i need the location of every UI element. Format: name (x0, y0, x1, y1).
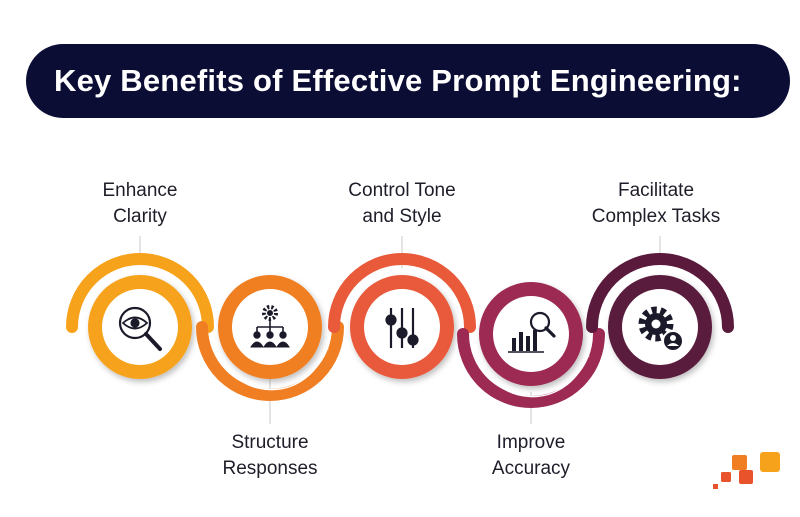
ring-arc-5 (586, 253, 734, 333)
ring-arc-2 (196, 321, 344, 401)
label-line: Clarity (113, 206, 167, 227)
gear-user-icon (638, 306, 684, 352)
chart-magnifier-icon (508, 311, 556, 353)
label-line: Control Tone (348, 180, 456, 201)
arrow-arc-1 (87, 270, 196, 313)
ring-arc-1 (66, 253, 214, 333)
node-center-4 (493, 296, 569, 372)
ring-arc-3 (328, 253, 476, 333)
label-line: and Style (362, 206, 442, 227)
label-line: Complex Tasks (591, 206, 721, 227)
title-banner: Key Benefits of Effective Prompt Enginee… (26, 44, 790, 118)
arrow-arc-3 (349, 270, 458, 313)
label-line: Enhance (102, 180, 178, 201)
label-line: Accuracy (491, 458, 571, 479)
eye-magnifier-icon (118, 306, 162, 351)
benefit-label-structure-responses: Structure Responses (180, 430, 360, 482)
arrow-arc-4 (476, 348, 590, 398)
label-line: Structure (231, 432, 309, 453)
benefit-label-control-tone: Control Tone and Style (312, 178, 492, 230)
arrow-arc-2 (215, 341, 329, 391)
brand-logo (713, 452, 780, 489)
arrow-arc-5 (607, 270, 716, 313)
page-title: Key Benefits of Effective Prompt Enginee… (54, 63, 742, 98)
benefit-label-enhance-clarity: Enhance Clarity (50, 178, 230, 230)
label-line: Responses (222, 458, 318, 479)
hierarchy-gear-icon (250, 305, 290, 348)
label-line: Improve (496, 432, 566, 453)
benefit-label-improve-accuracy: Improve Accuracy (441, 430, 621, 482)
sliders-icon (385, 308, 419, 348)
ring-arc-4 (457, 328, 605, 408)
benefit-label-facilitate-tasks: Facilitate Complex Tasks (566, 178, 746, 230)
label-line: Facilitate (617, 180, 695, 201)
